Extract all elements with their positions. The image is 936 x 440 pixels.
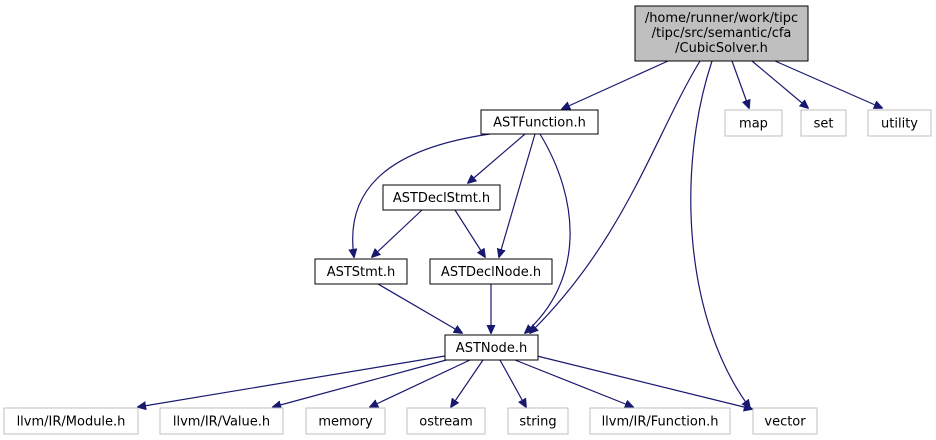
node-astnode[interactable]: ASTNode.h [444,334,539,361]
edge-astdeclstmt-astdeclnode [454,209,485,257]
node-set: set [800,109,847,137]
node-label: ASTDeclNode.h [441,265,541,280]
edge-root-astnode [530,60,701,333]
edge-astfunction-astdeclstmt [468,133,526,183]
edge-astfunction-astdeclnode [499,133,536,257]
node-llvm-value: llvm/IR/Value.h [159,407,284,435]
node-label: ASTStmt.h [327,265,396,280]
edge-astnode-llvm-module [138,355,446,407]
node-label: ASTFunction.h [493,116,586,131]
node-label: llvm/IR/Function.h [602,415,719,430]
node-label: ASTNode.h [456,341,527,356]
node-label: map [739,117,768,132]
edge-astnode-ostream [451,359,484,407]
node-utility: utility [867,109,932,137]
node-vector: vector [752,407,818,435]
node-aststmt[interactable]: ASTStmt.h [314,258,408,285]
edge-aststmt-astnode [377,283,462,333]
node-map: map [724,109,783,137]
edge-root-vector [690,60,750,408]
edge-astnode-llvm-value [273,358,451,407]
node-astfunction[interactable]: ASTFunction.h [480,109,599,135]
node-label: set [814,117,834,132]
node-astdeclnode[interactable]: ASTDeclNode.h [429,258,553,285]
node-ostream: ostream [406,407,486,435]
node-llvm-module: llvm/IR/Module.h [3,407,139,435]
edge-root-astfunction [562,60,669,109]
edge-astnode-memory [370,359,471,407]
node-label: llvm/IR/Value.h [173,415,270,430]
root-label-line-1: /home/runner/work/tipc [645,11,798,26]
node-astdeclstmt[interactable]: ASTDeclStmt.h [382,184,501,211]
root-label-line-2: /tipc/src/semantic/cfa [652,26,792,41]
node-label: memory [318,415,373,430]
edge-astnode-vector [536,355,752,409]
node-label: ostream [419,415,473,430]
node-cubicsolver-root: /home/runner/work/tipc /tipc/src/semanti… [634,5,809,62]
node-label: vector [764,415,806,430]
node-llvm-function: llvm/IR/Function.h [589,407,731,435]
edge-astdeclstmt-aststmt [372,209,423,257]
edge-root-utility [774,60,882,108]
edge-astnode-string [499,359,526,407]
node-label: llvm/IR/Module.h [17,415,126,430]
edge-astfunction-astnode [525,133,571,333]
edge-root-set [751,60,808,108]
edge-astnode-llvm-function [514,359,633,407]
nodes: /home/runner/work/tipc /tipc/src/semanti… [3,5,932,435]
root-label-line-3: /CubicSolver.h [675,41,768,56]
node-memory: memory [305,407,386,435]
node-label: string [519,415,556,430]
edge-astfunction-aststmt [353,133,491,257]
node-label: ASTDeclStmt.h [393,191,490,206]
node-string: string [507,407,569,435]
edges [138,60,882,409]
edge-root-map [731,60,749,108]
node-label: utility [881,117,918,132]
